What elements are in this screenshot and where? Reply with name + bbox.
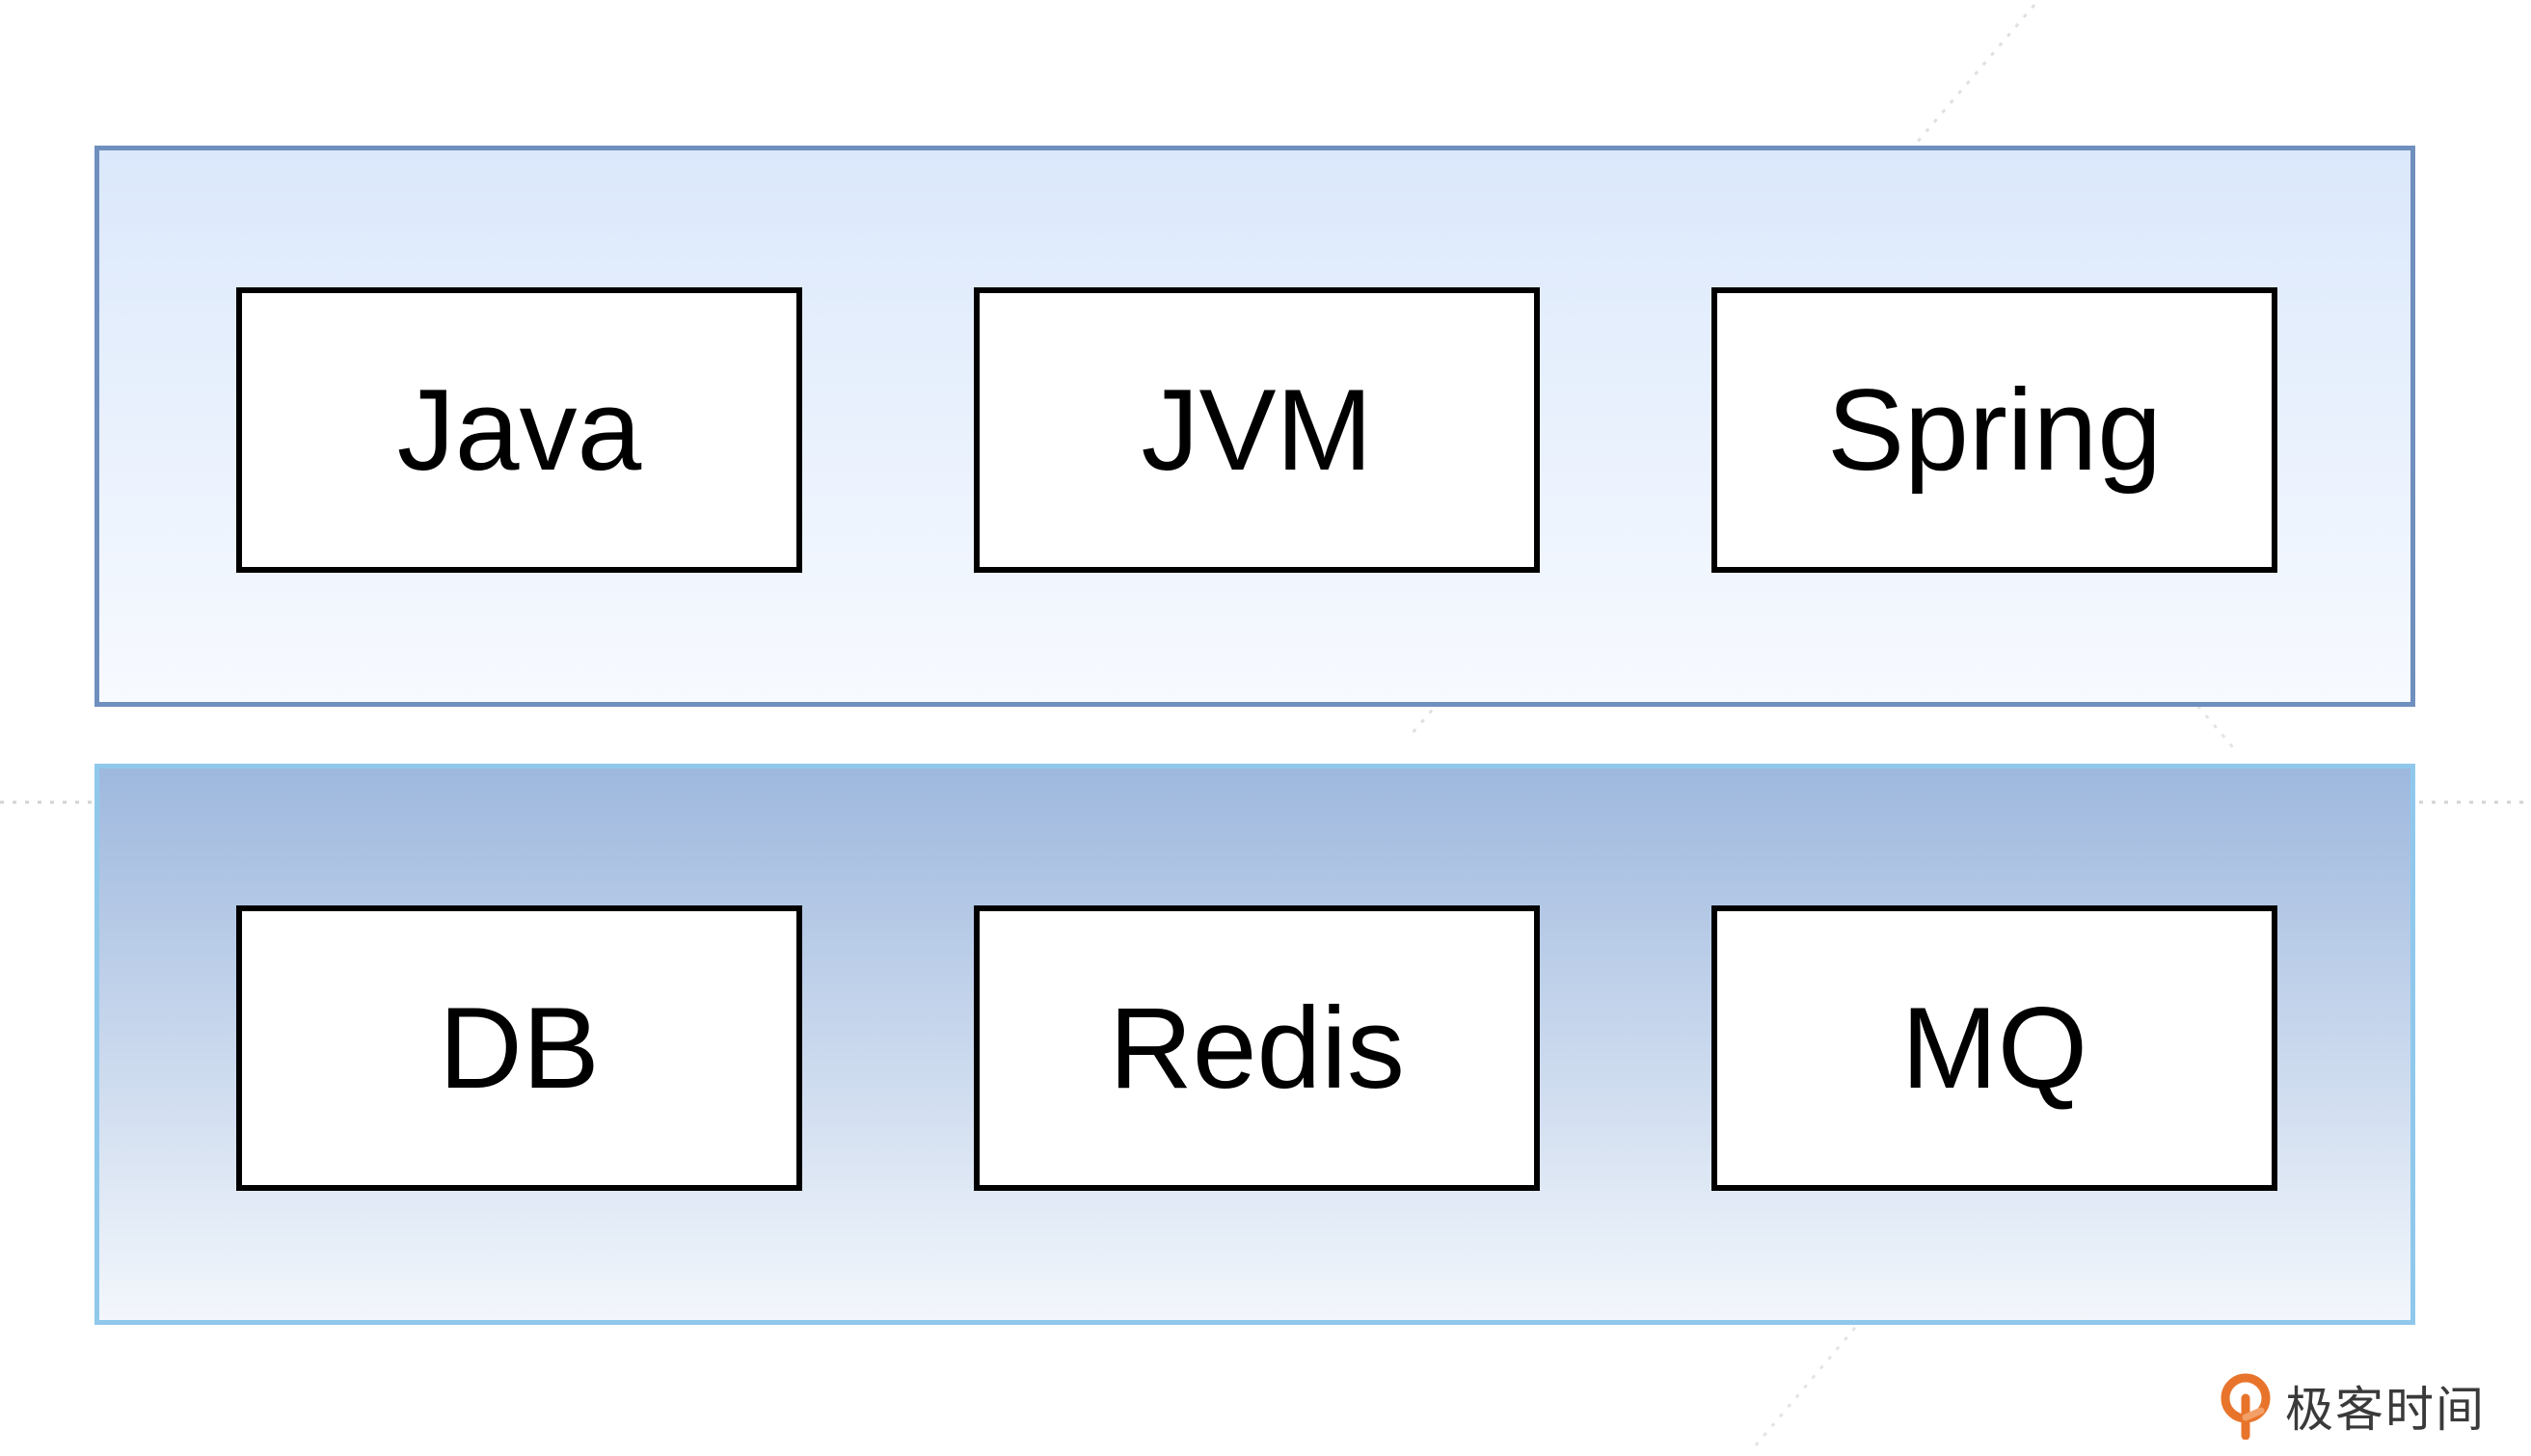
mq-box: MQ (1711, 905, 2277, 1191)
upper-layer-panel: Java JVM Spring (94, 146, 2415, 707)
geektime-logo-icon (2221, 1373, 2271, 1440)
java-box: Java (236, 287, 802, 573)
jvm-box: JVM (974, 287, 1540, 573)
brand-text: 极客时间 (2285, 1382, 2486, 1438)
spring-box: Spring (1711, 287, 2277, 573)
lower-layer-panel: DB Redis MQ (94, 764, 2415, 1325)
brand-watermark: 极客时间 (2218, 1372, 2486, 1440)
redis-box: Redis (974, 905, 1540, 1191)
db-box: DB (236, 905, 802, 1191)
